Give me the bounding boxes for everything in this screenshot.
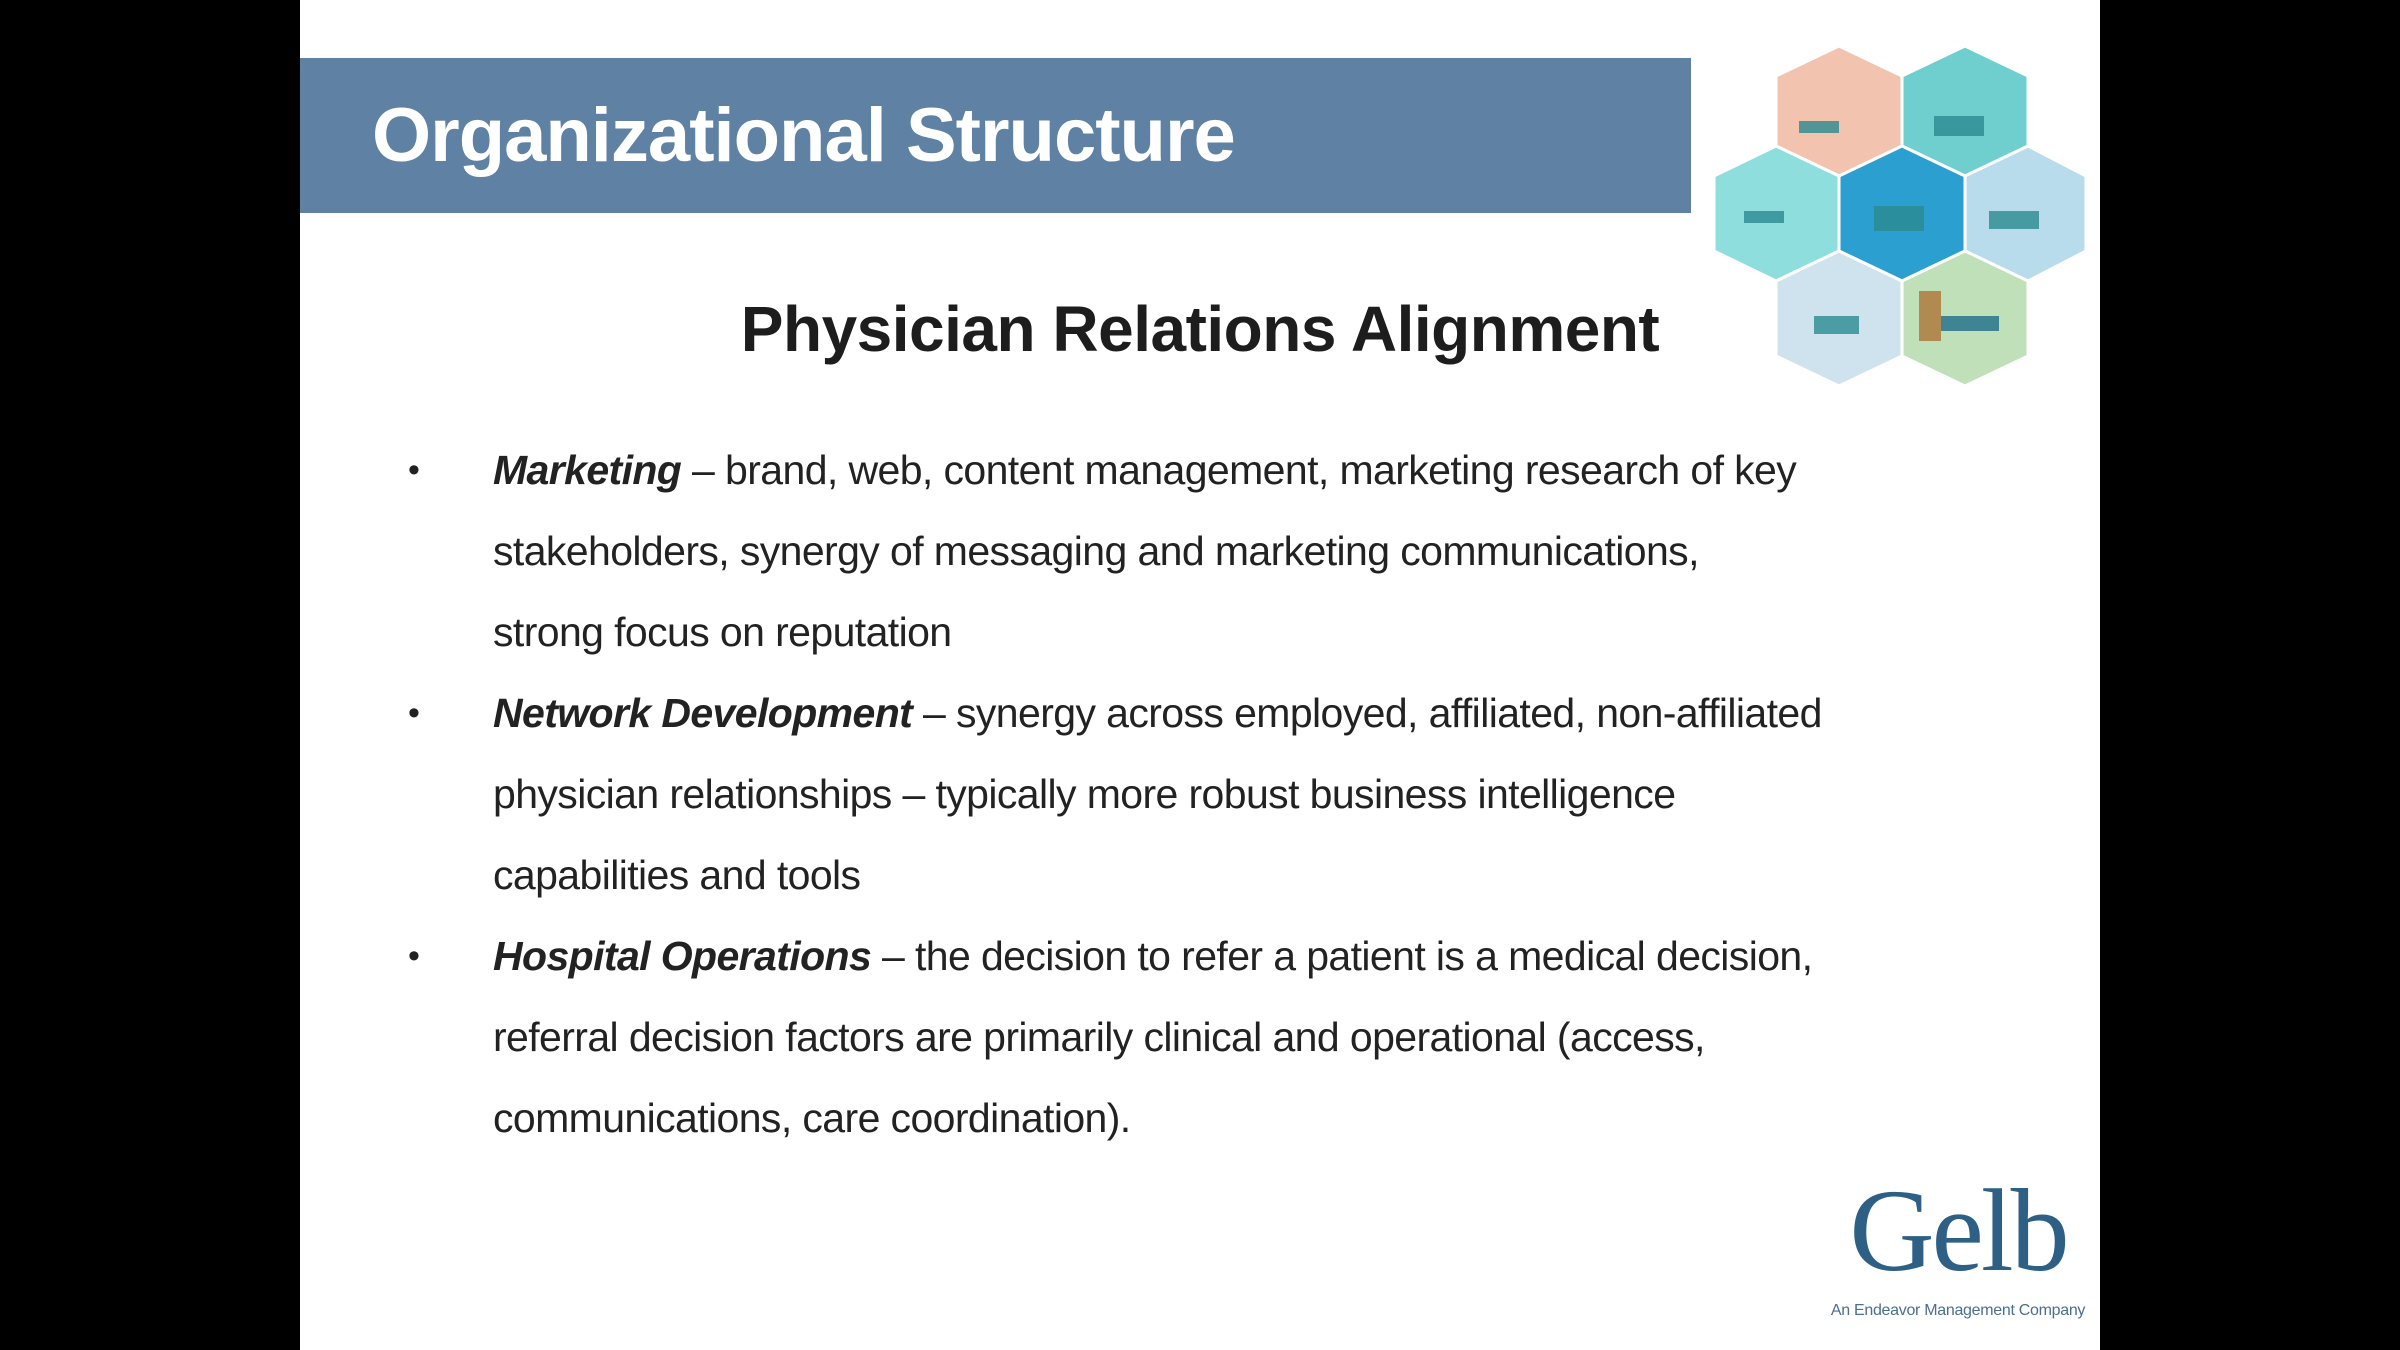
gelb-logo: Gelb An Endeavor Management Company [1828, 1165, 2088, 1321]
bullet-dot: • [408, 451, 420, 489]
slide-title: Organizational Structure [372, 93, 1236, 178]
bullet-list: • Marketing – brand, web, content manage… [408, 430, 2012, 1159]
slide: Organizational Structure Physician Relat… [300, 0, 2100, 1350]
bullet-dot: • [408, 937, 420, 975]
title-band: Organizational Structure [300, 58, 1691, 213]
bullet-label: Hospital Operations [493, 933, 872, 979]
bullet-item: • Marketing – brand, web, content manage… [408, 430, 2012, 673]
bullet-dot: • [408, 694, 420, 732]
logo-tagline: An Endeavor Management Company [1830, 1302, 2086, 1319]
bullet-label: Marketing [493, 447, 682, 493]
bullet-label: Network Development [493, 690, 913, 736]
bullet-item: • Hospital Operations – the decision to … [408, 916, 2012, 1159]
bullet-item: • Network Development – synergy across e… [408, 673, 2012, 916]
hospital-rooms-illustration [1714, 46, 2086, 388]
logo-wordmark: Gelb [1849, 1165, 2069, 1296]
slide-subtitle: Physician Relations Alignment [740, 293, 1660, 365]
